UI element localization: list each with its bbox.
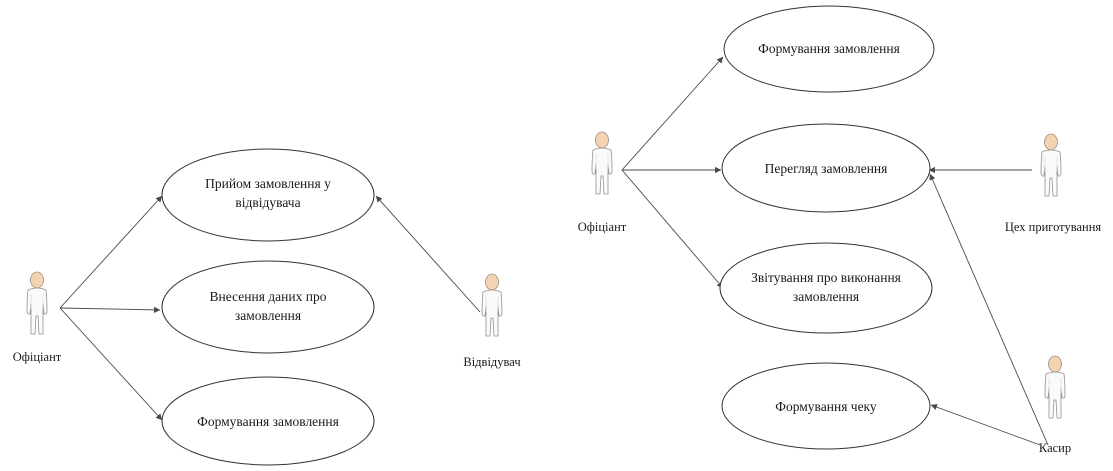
use-case-form-order-right[interactable]: Формування замовлення bbox=[723, 5, 935, 93]
use-case-accept-order[interactable]: Прийом замовлення у відвідувача bbox=[161, 148, 375, 242]
actor-visitor-label: Відвідувач bbox=[463, 355, 520, 369]
actor-cashier[interactable]: Касир bbox=[1039, 355, 1071, 455]
use-case-report-execution[interactable]: Звітування про виконання замовлення bbox=[719, 242, 933, 334]
actor-kitchen[interactable]: Цех приготування bbox=[1005, 133, 1102, 234]
use-case-enter-order-data-line1: Внесення даних про bbox=[210, 289, 327, 304]
use-case-report-execution-line1: Звітування про виконання bbox=[751, 270, 901, 285]
actor-kitchen-icon bbox=[1040, 133, 1062, 197]
connector-cashier-form-receipt bbox=[930, 404, 1041, 446]
connector-waiter-form-order bbox=[59, 307, 163, 421]
use-case-form-order-left[interactable]: Формування замовлення bbox=[161, 376, 375, 466]
connector-cashier-view-order bbox=[929, 173, 1049, 446]
connector-waiter-enter-data bbox=[59, 306, 161, 314]
left-diagram: Прийом замовлення у відвідувача Внесення… bbox=[13, 148, 521, 466]
actor-waiter-right-label: Офіціант bbox=[578, 220, 627, 234]
connector-waiter-form-order bbox=[621, 56, 724, 171]
connector-waiter-accept-order bbox=[59, 195, 163, 309]
use-case-view-order-label: Перегляд замовлення bbox=[765, 161, 888, 176]
connector-waiter-report-execution bbox=[621, 169, 724, 289]
actor-cashier-icon bbox=[1044, 355, 1066, 419]
actor-waiter-left-label: Офіціант bbox=[13, 350, 62, 364]
actor-waiter-left-icon bbox=[26, 271, 48, 335]
use-case-form-receipt-label: Формування чеку bbox=[775, 399, 877, 414]
use-case-report-execution-line2: замовлення bbox=[793, 289, 859, 304]
actor-waiter-right-icon bbox=[591, 131, 613, 195]
actor-waiter-right[interactable]: Офіціант bbox=[578, 131, 627, 234]
right-diagram: Формування замовлення Перегляд замовленн… bbox=[578, 5, 1102, 455]
actor-visitor-icon bbox=[481, 273, 503, 337]
use-case-accept-order-line1: Прийом замовлення у bbox=[205, 176, 331, 191]
use-case-enter-order-data[interactable]: Внесення даних про замовлення bbox=[161, 260, 375, 354]
actor-waiter-left[interactable]: Офіціант bbox=[13, 271, 62, 364]
connector-visitor-accept-order bbox=[375, 195, 481, 313]
use-case-form-receipt[interactable]: Формування чеку bbox=[721, 362, 931, 450]
actor-kitchen-label: Цех приготування bbox=[1005, 220, 1102, 234]
use-case-accept-order-line2: відвідувача bbox=[235, 195, 300, 210]
use-case-enter-order-data-line2: замовлення bbox=[235, 308, 301, 323]
use-case-view-order[interactable]: Перегляд замовлення bbox=[721, 123, 931, 213]
use-case-form-order-left-label: Формування замовлення bbox=[197, 414, 339, 429]
actor-cashier-label: Касир bbox=[1039, 441, 1071, 455]
actor-visitor[interactable]: Відвідувач bbox=[463, 273, 521, 369]
use-case-form-order-right-label: Формування замовлення bbox=[758, 41, 900, 56]
